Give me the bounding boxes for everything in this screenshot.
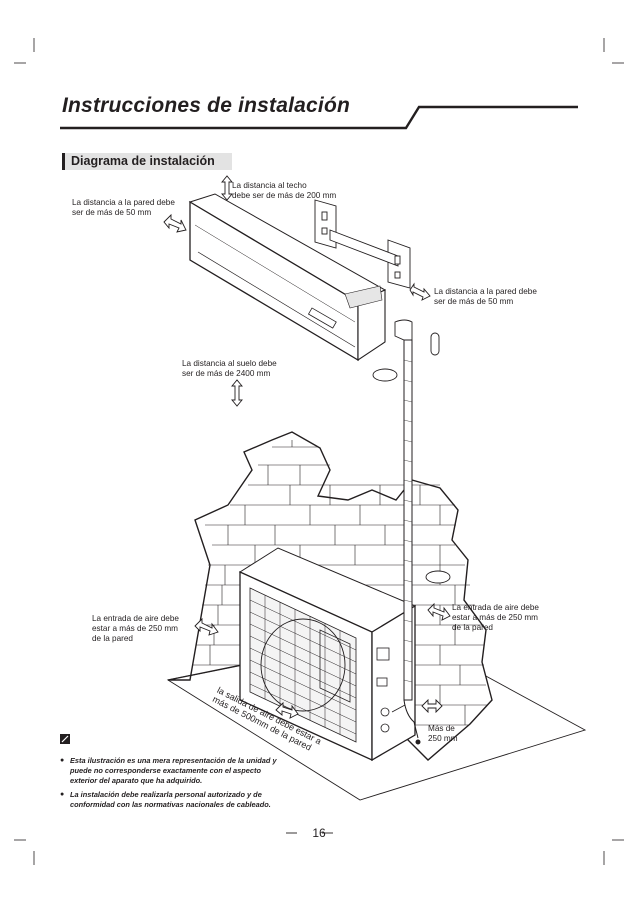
label-air-inlet-left: La entrada de aire debe estar a más de 2…	[92, 614, 179, 643]
page-title: Instrucciones de instalación	[62, 94, 351, 117]
note-bullet-1: ●	[60, 757, 65, 764]
label-ceiling-distance: La distancia al techo debe ser de más de…	[232, 181, 337, 200]
page-number: 16	[312, 826, 326, 840]
label-min-250: Más de 250 mm	[428, 724, 458, 743]
pencil-note-icon	[60, 734, 70, 744]
indoor-unit	[188, 193, 387, 362]
note-bullet-2: ●	[60, 791, 65, 798]
note-item-2: La instalación debe realizarla personal …	[70, 790, 271, 809]
clearance-arrows	[163, 175, 451, 719]
crop-marks	[14, 38, 624, 865]
label-floor-distance: La distancia al suelo debe ser de más de…	[182, 359, 277, 378]
title-rule	[60, 105, 578, 130]
refrigerant-piping	[372, 319, 451, 745]
mounting-bracket	[314, 199, 411, 289]
label-air-inlet-right: La entrada de aire debe estar a más de 2…	[452, 603, 539, 632]
section-heading-label: Diagrama de instalación	[71, 154, 215, 168]
section-heading: Diagrama de instalación	[62, 153, 232, 170]
outdoor-unit	[238, 547, 417, 762]
label-right-wall-distance: La distancia a la pared debe ser de más …	[434, 287, 537, 306]
label-left-wall-distance: La distancia a la pared debe ser de más …	[72, 198, 175, 217]
note-item-1: Esta ilustración es una mera representac…	[70, 756, 277, 785]
